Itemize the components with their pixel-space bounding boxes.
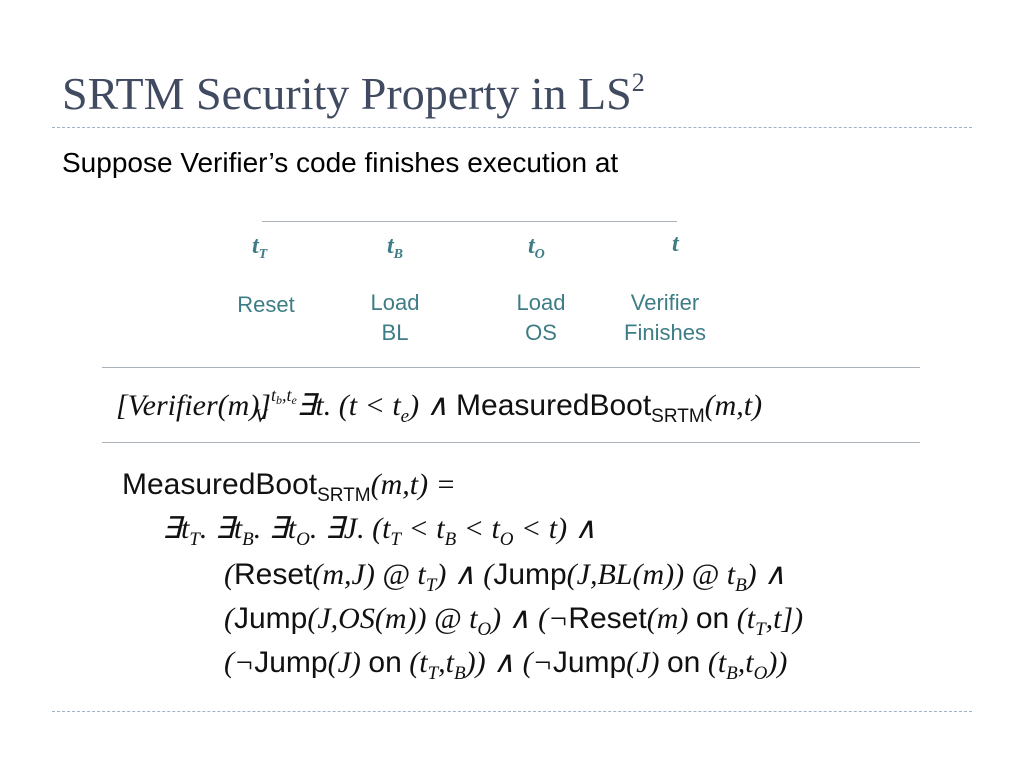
slide-title-superscript: 2 (631, 68, 645, 97)
property-bottom-rule (102, 442, 920, 443)
definition-line-4: (Jump(J,OS(m)) @ tO) ∧ (¬Reset(m) on (tT… (224, 602, 804, 640)
definition-line-3: (Reset(m,J) @ tT) ∧ (Jump(J,BL(m)) @ tB)… (224, 558, 787, 596)
event-label-load-bl: Load BL (370, 290, 420, 345)
event-label-verifier-finishes: Verifier Finishes (624, 290, 706, 345)
footer-divider (52, 711, 972, 712)
slide-title-text: SRTM Security Property in LS (62, 68, 632, 119)
time-tT: tT (252, 233, 268, 262)
time-tB: tB (387, 233, 404, 262)
definition-line-5: (¬Jump(J) on (tT,tB)) ∧ (¬Jump(J) on (tB… (224, 646, 788, 684)
event-label-load-os: Load OS (516, 290, 566, 345)
security-property-formula: [Verifier(m)]tb,teV∃t. (t < te) ∧ Measur… (116, 385, 763, 427)
definition-head: MeasuredBootSRTM(m,t) = (122, 468, 456, 506)
subtitle: Suppose Verifier’s code finishes executi… (62, 147, 619, 178)
timeline-rule (262, 221, 677, 222)
title-divider (52, 127, 972, 128)
slide-title: SRTM Security Property in LS2 (62, 70, 645, 117)
event-label-reset: Reset (237, 292, 295, 317)
time-tO: tO (528, 233, 545, 262)
time-t: t (672, 231, 679, 257)
property-top-rule (102, 367, 920, 368)
definition-line-2: ∃tT. ∃tB. ∃tO. ∃J. (tT < tB < tO < t) ∧ (162, 512, 597, 550)
